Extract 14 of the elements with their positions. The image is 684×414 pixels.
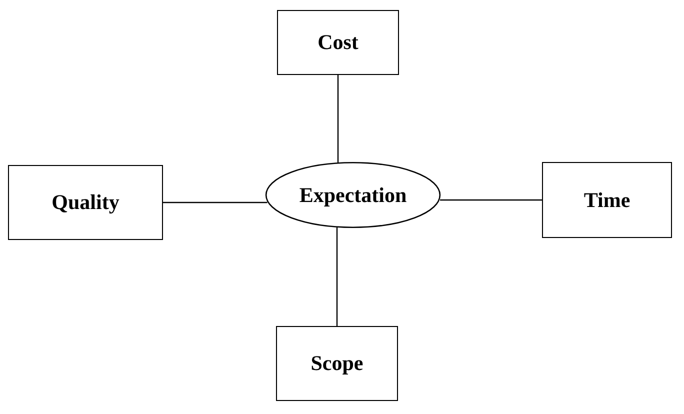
process-box bbox=[542, 162, 672, 238]
node-label: Cost bbox=[318, 30, 358, 55]
connector-line bbox=[163, 202, 268, 204]
connector-line bbox=[440, 199, 542, 201]
ellipse-node bbox=[265, 162, 441, 228]
node-label: Expectation bbox=[299, 182, 407, 208]
connector-line bbox=[337, 75, 339, 162]
node-label: Quality bbox=[52, 190, 120, 215]
process-box bbox=[8, 165, 163, 240]
process-box bbox=[276, 326, 398, 401]
node-label: Scope bbox=[310, 351, 364, 376]
node-label: Time bbox=[584, 188, 630, 212]
process-box bbox=[277, 10, 399, 75]
connector-line bbox=[336, 227, 338, 326]
